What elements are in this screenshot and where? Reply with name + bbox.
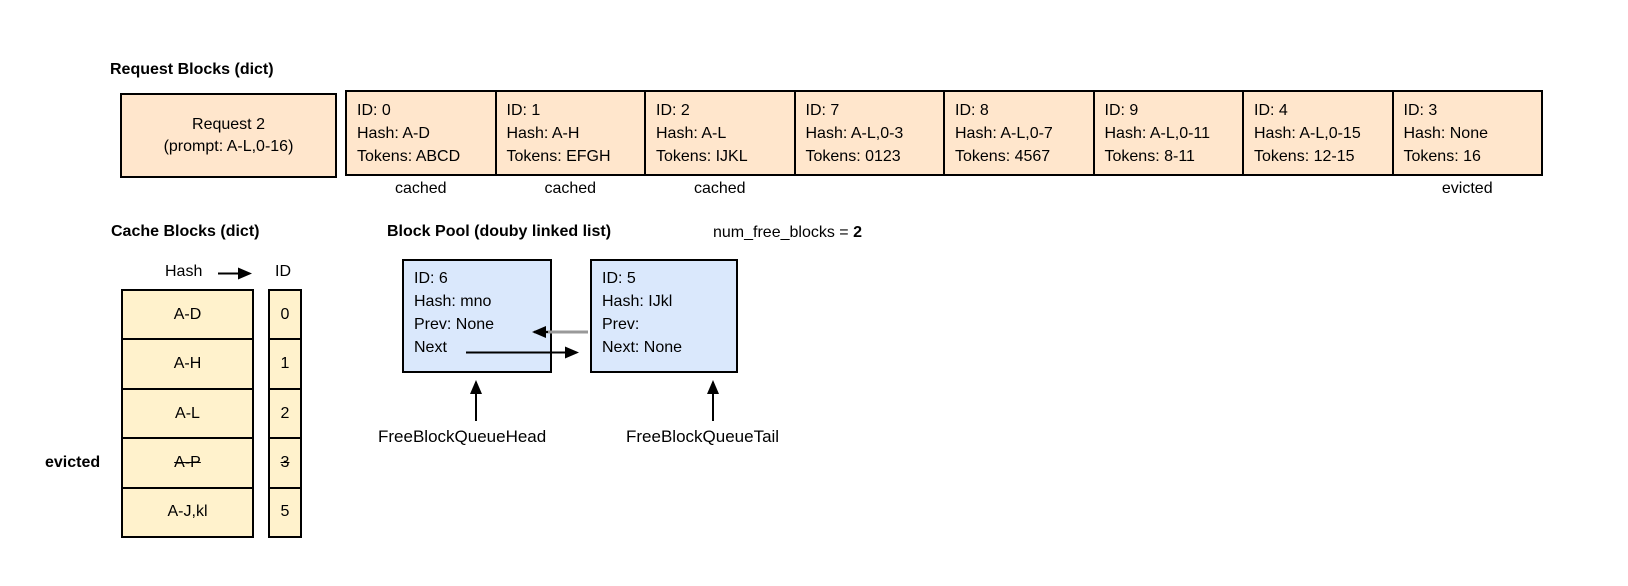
block-status-note: cached xyxy=(693,180,746,197)
block-tokens-line: Tokens: 8-11 xyxy=(1104,148,1195,165)
block-tokens-line: Tokens: 16 xyxy=(1403,148,1481,165)
node-hash-line: Hash: mno xyxy=(414,293,492,310)
pool-node-tail: ID: 5 Hash: IJkl Prev: Next: None xyxy=(590,259,738,373)
pool-node-head: ID: 6 Hash: mno Prev: None Next xyxy=(402,259,552,373)
request-block-7: ID: 3 Hash: None Tokens: 16 evicted xyxy=(1391,92,1542,197)
request-block-4: ID: 8 Hash: A-L,0-7 Tokens: 4567 xyxy=(943,92,1093,174)
id-column-header: ID xyxy=(275,263,291,280)
cache-row-id-evicted: 3 xyxy=(270,437,300,486)
request-block-6: ID: 4 Hash: A-L,0-15 Tokens: 12-15 xyxy=(1242,92,1392,174)
node-next-line: Next: None xyxy=(602,339,683,356)
request-2-box: Request 2 (prompt: A-L,0-16) xyxy=(120,93,337,178)
node-prev-line: Prev: None xyxy=(414,316,495,333)
block-id-line: ID: 1 xyxy=(506,102,541,119)
block-hash-line: Hash: A-L,0-11 xyxy=(1104,125,1211,142)
block-tokens-line: Tokens: EFGH xyxy=(506,148,611,165)
block-id-line: ID: 2 xyxy=(656,102,690,119)
node-id-line: ID: 5 xyxy=(602,270,636,287)
block-hash-line: Hash: A-L,0-3 xyxy=(805,125,904,142)
request-block-1: ID: 1 Hash: A-H Tokens: EFGH cached xyxy=(494,92,645,197)
block-id-line: ID: 3 xyxy=(1403,102,1438,119)
request-blocks-title: Request Blocks (dict) xyxy=(110,61,274,78)
cache-hash-column: A-D A-H A-L A-P A-J,kl xyxy=(121,289,254,538)
block-tokens-line: Tokens: IJKL xyxy=(656,148,748,165)
cache-row-hash: A-J,kl xyxy=(123,486,252,536)
request-block-3: ID: 7 Hash: A-L,0-3 Tokens: 0123 xyxy=(793,92,944,174)
request-block-0: ID: 0 Hash: A-D Tokens: ABCD cached xyxy=(347,92,495,197)
cache-row-id: 0 xyxy=(280,305,290,323)
block-tokens-line: Tokens: 12-15 xyxy=(1254,148,1355,165)
num-free-blocks-value: 2 xyxy=(853,224,862,241)
evicted-row-label: evicted xyxy=(45,454,101,471)
node-next-line: Next xyxy=(414,339,447,356)
block-id-line: ID: 8 xyxy=(955,102,989,119)
block-id-line: ID: 0 xyxy=(357,102,391,119)
block-id-line: ID: 7 xyxy=(805,102,840,119)
cache-row-hash: A-L xyxy=(123,387,252,437)
block-status-note: cached xyxy=(544,180,597,197)
cache-blocks-title: Cache Blocks (dict) xyxy=(111,223,260,240)
free-block-queue-head-label: FreeBlockQueueHead xyxy=(378,427,547,446)
cache-row-id: 2 xyxy=(270,387,300,437)
hash-column-header: Hash xyxy=(165,263,203,280)
node-prev-line: Prev: xyxy=(602,316,640,333)
free-block-queue-tail-label: FreeBlockQueueTail xyxy=(626,427,780,446)
block-tokens-line: Tokens: 0123 xyxy=(805,148,901,165)
cache-id-column: 0 1 2 3 5 xyxy=(268,289,302,538)
block-hash-line: Hash: A-L,0-7 xyxy=(955,125,1053,142)
num-free-blocks: num_free_blocks = 2 xyxy=(713,224,862,242)
block-tokens-line: Tokens: 4567 xyxy=(955,148,1051,165)
request-block-2: ID: 2 Hash: A-L Tokens: IJKL cached xyxy=(644,92,794,197)
block-status-note: evicted xyxy=(1441,180,1493,197)
block-hash-line: Hash: A-L xyxy=(656,125,727,142)
node-id-line: ID: 6 xyxy=(414,270,448,287)
cache-row-hash-evicted: A-P xyxy=(123,437,252,486)
block-status-note: cached xyxy=(394,180,447,197)
cache-row-id: 1 xyxy=(270,338,300,387)
cache-row-id: 5 xyxy=(270,486,300,536)
block-hash-line: Hash: A-D xyxy=(357,125,430,142)
block-hash-line: Hash: None xyxy=(1403,125,1489,142)
num-free-blocks-label: num_free_blocks = xyxy=(713,224,854,241)
request-block-5: ID: 9 Hash: A-L,0-11 Tokens: 8-11 xyxy=(1092,92,1243,174)
request-2-line2: (prompt: A-L,0-16) xyxy=(163,137,294,155)
request-2-line1: Request 2 xyxy=(192,115,265,133)
node-hash-line: Hash: IJkl xyxy=(602,293,673,310)
cache-row-hash: A-D xyxy=(173,305,202,323)
block-id-line: ID: 9 xyxy=(1104,102,1139,119)
block-pool-title: Block Pool (douby linked list) xyxy=(387,223,612,240)
cache-row-hash: A-H xyxy=(123,338,252,387)
block-hash-line: Hash: A-H xyxy=(506,125,580,142)
block-tokens-line: Tokens: ABCD xyxy=(357,148,461,165)
block-id-line: ID: 4 xyxy=(1254,102,1288,119)
block-hash-line: Hash: A-L,0-15 xyxy=(1254,125,1361,142)
request-blocks-strip: ID: 0 Hash: A-D Tokens: ABCD cached ID: … xyxy=(345,90,1543,197)
